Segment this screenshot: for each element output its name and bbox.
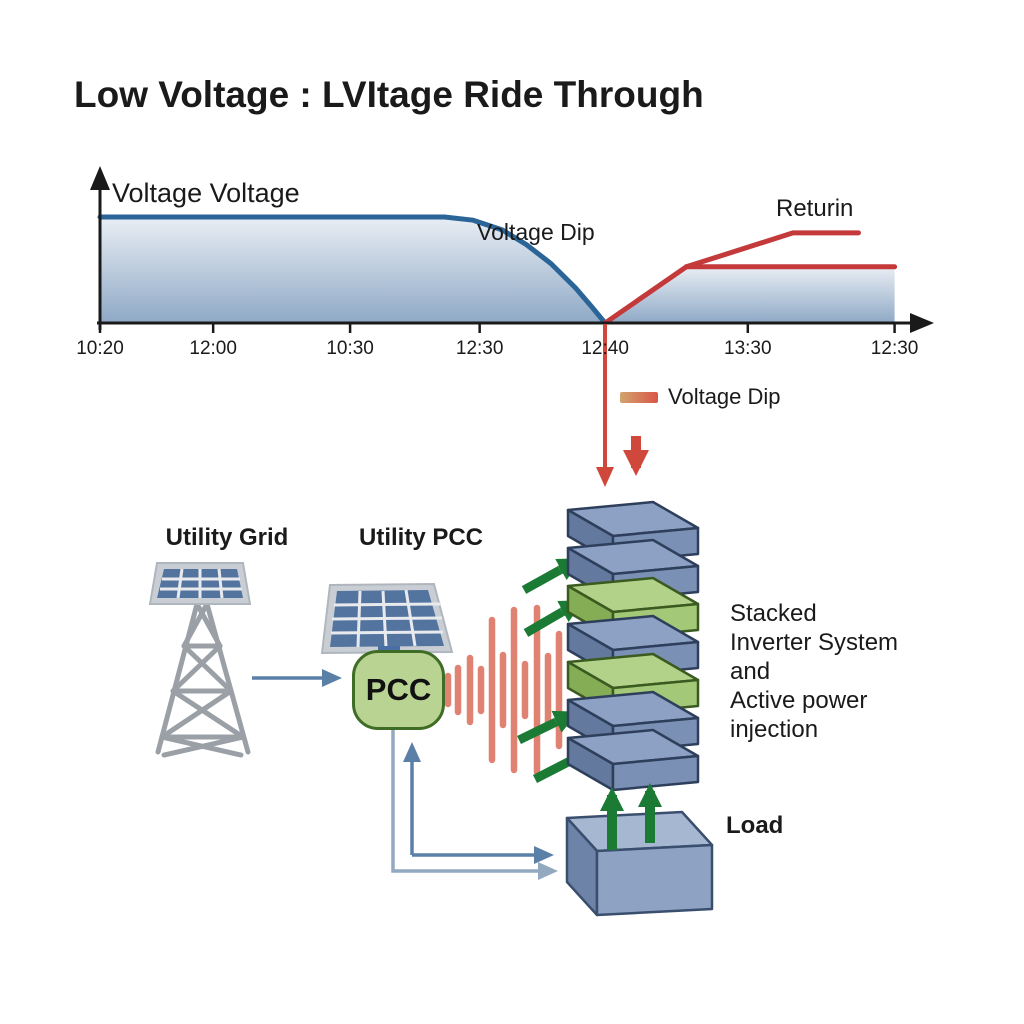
- pcc-node: PCC: [352, 650, 445, 730]
- x-tick-label: 10:30: [326, 338, 374, 359]
- voltage-dip-legend: Voltage Dip: [620, 384, 781, 410]
- inverter-stack-label: Stacked Inverter System and Active power…: [730, 600, 899, 743]
- pre-fault-area-fill: [100, 217, 606, 323]
- stacked-inverter-system: [566, 500, 700, 792]
- return-annotation: Returin: [776, 195, 854, 222]
- chart-curves: [97, 214, 898, 326]
- utility-pcc-label: Utility PCC: [358, 524, 484, 551]
- voltage-dip-annotation: Voltage Dip: [477, 219, 595, 245]
- x-tick-label: 12:30: [870, 338, 919, 359]
- injection-arrow-4: [532, 755, 575, 784]
- recovery-area-fill: [605, 266, 895, 323]
- x-tick-label: 10:20: [76, 338, 124, 359]
- pcc-load-connectors: [391, 730, 558, 880]
- injection-arrow-3: [517, 717, 558, 745]
- y-axis-label: Voltage Voltage: [112, 178, 300, 208]
- inverter-slab-blue: [566, 728, 700, 792]
- voltage-dip-legend-swatch: [620, 391, 658, 403]
- pcc-node-label: PCC: [365, 672, 432, 707]
- page-title: Low Voltage : LVItage Ride Through: [74, 74, 704, 115]
- load-to-stack-arrows: [600, 783, 662, 850]
- pcc-to-load-connector-outer: [391, 730, 558, 880]
- series-curve-0: [97, 214, 608, 326]
- load-box-icon: [565, 810, 714, 917]
- load-label: Load: [726, 812, 784, 839]
- voltage-dip-legend-label: Voltage Dip: [668, 384, 781, 409]
- x-tick-label: 12:30: [455, 338, 504, 359]
- x-tick-label: 12:40: [581, 338, 629, 359]
- utility-grid-label: Utility Grid: [165, 524, 289, 551]
- injection-arrow-1: [521, 566, 563, 594]
- x-tick-label: 13:30: [724, 338, 772, 359]
- disturbance-waveform: [444, 604, 563, 776]
- active-power-injection-arrows: [517, 566, 575, 784]
- x-tick-label: 12:00: [189, 338, 237, 359]
- x-axis-ticks: [98, 323, 896, 333]
- solar-panel-icon: [320, 582, 454, 670]
- transmission-tower-icon: [155, 601, 251, 758]
- chart-area-fills: [100, 217, 895, 323]
- injection-arrow-2: [523, 608, 565, 637]
- grid-panel-icon: [148, 562, 252, 605]
- series-curve-1: [602, 230, 861, 326]
